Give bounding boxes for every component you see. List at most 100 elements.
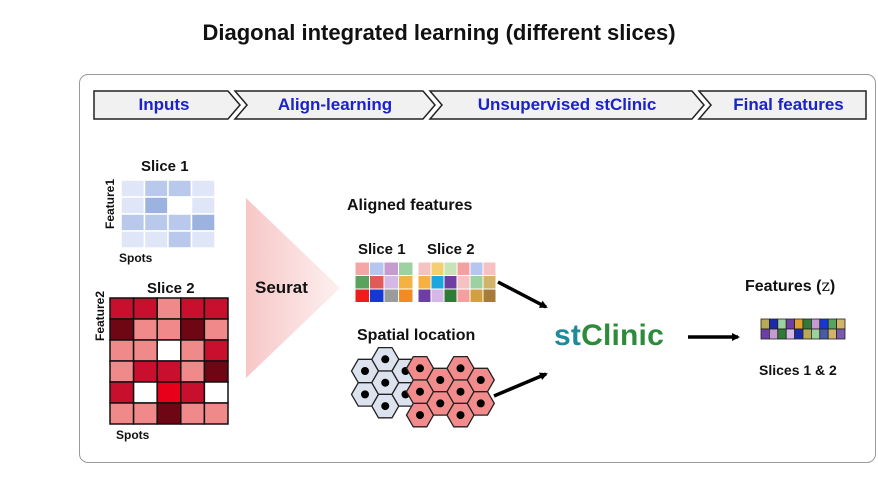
feature-cell xyxy=(802,318,812,330)
cell-nucleus xyxy=(361,367,369,375)
aligned-slice2-cell xyxy=(482,288,497,303)
cell-nucleus xyxy=(476,399,485,408)
feature-cell xyxy=(827,318,838,330)
slice2-cell xyxy=(203,297,229,320)
slice2-cell xyxy=(156,297,182,320)
slice2-cell xyxy=(203,318,229,341)
feature-cell xyxy=(811,328,821,340)
slice1-cell xyxy=(120,213,146,232)
aligned-features-title: Aligned features xyxy=(347,197,473,214)
aligned-slice2-cell xyxy=(456,261,471,276)
cell-nucleus xyxy=(416,364,424,373)
slice2-cell xyxy=(203,402,229,425)
cell-nucleus xyxy=(381,402,390,411)
aligned-slice1-cell xyxy=(369,275,385,290)
feature-cell xyxy=(760,318,770,330)
step-label-final: Final features xyxy=(733,95,844,114)
aligned-slice1-cell xyxy=(354,288,370,303)
aligned-slice2-cell xyxy=(482,275,497,290)
slice1-cell xyxy=(120,230,146,249)
aligned-slice1-cell xyxy=(398,275,414,290)
slice2-cell xyxy=(132,402,158,425)
stclinic-model-name: stClinic xyxy=(554,319,664,353)
slice1-cell xyxy=(167,213,193,232)
slice2-cell xyxy=(156,360,182,383)
slice2-cell xyxy=(180,297,206,320)
aligned-slice2-cell xyxy=(443,275,458,290)
diagram-title: Diagonal integrated learning (different … xyxy=(202,20,676,45)
slice2-cell xyxy=(109,402,135,425)
aligned-slice2-cell xyxy=(430,275,445,290)
aligned-slice2-cell xyxy=(469,275,484,290)
model-name-rest: Clinic xyxy=(581,319,664,352)
slice2-xlabel: Spots xyxy=(116,428,150,442)
model-name-prefix: st xyxy=(554,319,582,352)
aligned-slice1-cell xyxy=(354,261,370,276)
cell-nucleus xyxy=(416,387,424,396)
slice2-cell xyxy=(132,381,158,404)
slice2-ylabel: Feature2 xyxy=(93,290,107,342)
feature-cell xyxy=(802,328,812,340)
features-caption: Slices 1 & 2 xyxy=(759,362,837,378)
slice1-cell xyxy=(190,230,216,249)
spatial-location-title: Spatial location xyxy=(357,327,476,344)
aligned-slice1-label: Slice 1 xyxy=(358,241,406,258)
feature-cell xyxy=(794,318,804,330)
slice1-xlabel: Spots xyxy=(119,251,153,265)
feature-cell xyxy=(777,328,787,340)
step-chevron-align xyxy=(233,90,436,120)
aligned-slice1-cell xyxy=(383,261,399,276)
aligned-slice2-cell xyxy=(443,261,458,276)
slice2-cell xyxy=(132,360,158,383)
latent-symbol: z xyxy=(821,276,830,295)
slice1-cell xyxy=(143,213,169,232)
slice2-label: Slice 2 xyxy=(147,280,195,297)
cell-nucleus xyxy=(436,376,445,384)
feature-cell xyxy=(777,318,787,330)
feature-vector-z xyxy=(760,318,846,340)
slice1-matrix xyxy=(120,179,216,249)
slice2-cell xyxy=(132,297,158,320)
feature-cell xyxy=(785,328,796,340)
slice2-cell xyxy=(203,360,229,383)
slice1-cell xyxy=(167,196,193,215)
aligned-slice1-cell xyxy=(383,275,399,290)
slice2-cell xyxy=(180,381,206,404)
features-title: Features (z) xyxy=(745,276,836,295)
slice1-cell xyxy=(143,196,169,215)
feature-cell xyxy=(769,328,779,340)
aligned-slice2-cell xyxy=(469,261,484,276)
aligned-slice2-cell xyxy=(417,261,432,276)
aligned-slice2-cell xyxy=(456,288,471,303)
diagram-frame xyxy=(79,74,876,463)
cell-nucleus xyxy=(416,411,424,420)
slice2-cell xyxy=(109,360,135,383)
slice1-cell xyxy=(167,230,193,249)
aligned-slice1-cell xyxy=(369,288,385,303)
slice2-cell xyxy=(109,318,135,341)
step-chevron-final xyxy=(697,90,867,120)
step-label-unsupervised: Unsupervised stClinic xyxy=(477,95,657,114)
aligned-slice1-cell xyxy=(369,261,385,276)
step-chevron-unsupervised xyxy=(428,90,705,120)
feature-cell xyxy=(794,328,804,340)
aligned-slice2-cell xyxy=(443,288,458,303)
cell-nucleus xyxy=(361,390,369,399)
cell-nucleus xyxy=(456,387,465,396)
feature-cell xyxy=(785,318,796,330)
slice1-label: Slice 1 xyxy=(141,158,189,175)
aligned-slice2-label: Slice 2 xyxy=(427,241,475,258)
aligned-slice1-matrix xyxy=(354,261,414,303)
slice2-cell xyxy=(109,339,135,362)
slice2-cell xyxy=(109,297,135,320)
aligned-slice2-cell xyxy=(430,261,445,276)
aligned-slice2-cell xyxy=(430,288,445,303)
slice1-cell xyxy=(120,179,146,198)
aligned-slice1-cell xyxy=(383,288,399,303)
feature-cell xyxy=(811,318,821,330)
spatial-cells xyxy=(350,346,496,428)
slice2-cell xyxy=(156,339,182,362)
aligned-slice2-cell xyxy=(456,275,471,290)
aligned-slice2-matrix xyxy=(417,261,497,303)
